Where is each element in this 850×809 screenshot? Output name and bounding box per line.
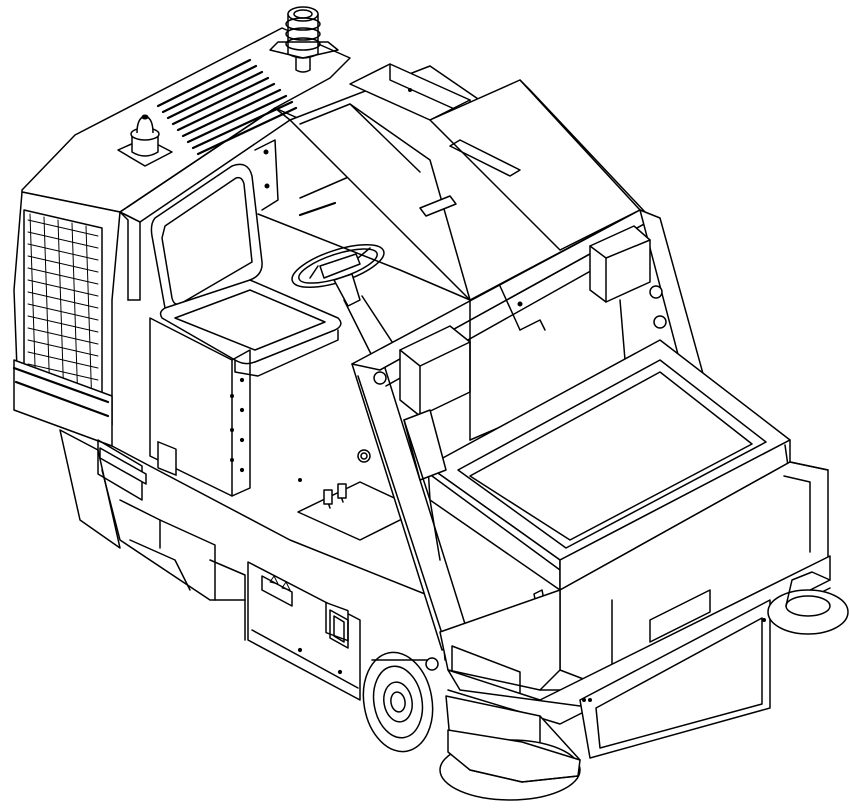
operator-seat — [150, 163, 342, 377]
debris-hopper — [403, 339, 791, 615]
air-precleaner-cap — [117, 114, 173, 167]
fasteners — [230, 394, 766, 702]
hopper-frame — [289, 63, 646, 301]
radiator-grille — [23, 209, 103, 413]
grille-slats — [27, 213, 99, 409]
battery-compartment-panel — [247, 561, 361, 701]
left-side-body — [12, 317, 446, 661]
warning-beacon-light — [269, 6, 339, 73]
rear-wheel — [362, 651, 439, 753]
hood-vent-slots — [156, 58, 298, 156]
side-brooms — [439, 571, 849, 801]
